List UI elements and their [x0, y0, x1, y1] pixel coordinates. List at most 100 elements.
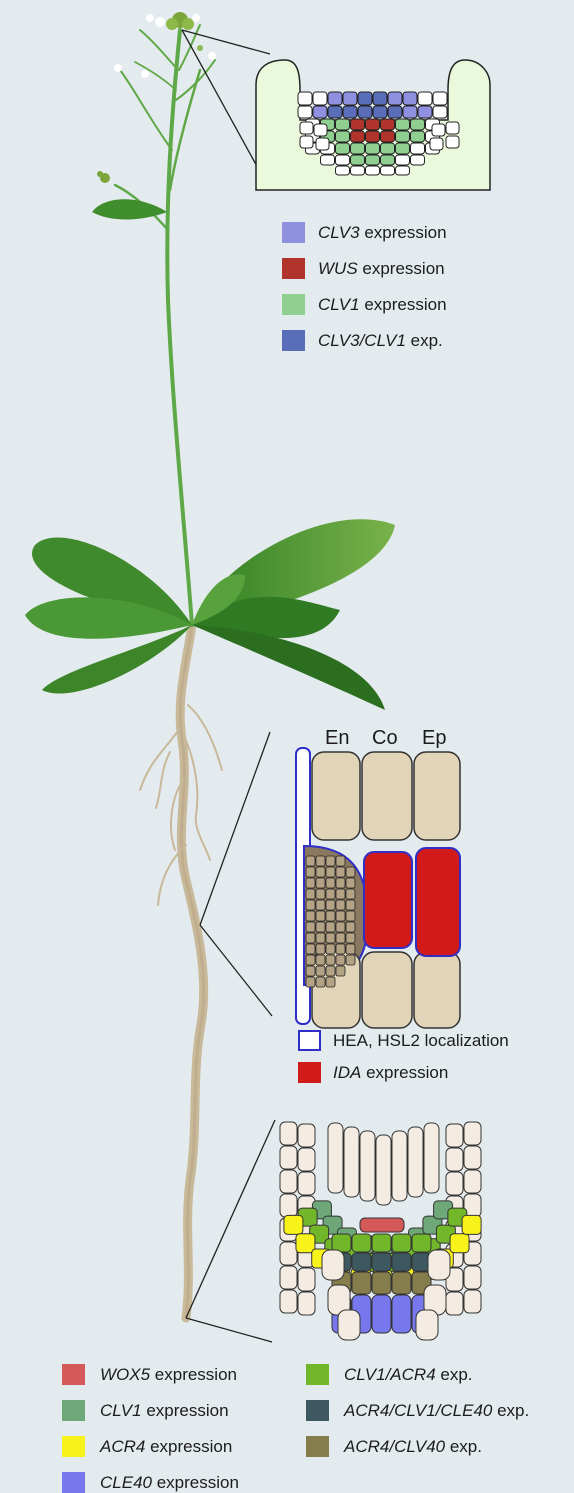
meristem-cell [336, 131, 350, 142]
root-cell [298, 1172, 315, 1195]
legend-gene: WOX5 [100, 1365, 150, 1384]
legend-gene: ACR4 [100, 1437, 145, 1456]
small-cell [336, 900, 345, 910]
legend-swatch [62, 1364, 85, 1385]
root-cell [280, 1170, 297, 1193]
meristem-cell [343, 92, 357, 105]
rosette [25, 519, 395, 710]
small-cell [306, 933, 315, 943]
small-cell [306, 867, 315, 877]
small-cell [326, 922, 335, 932]
small-cell [336, 856, 345, 866]
root-cell [392, 1295, 411, 1333]
flowering-stem [115, 25, 215, 625]
meristem-cell [298, 106, 312, 118]
small-cell [346, 933, 355, 943]
meristem-cell [430, 138, 443, 150]
legend-label: CLV1 expression [318, 295, 447, 315]
legend-text: exp. [406, 331, 443, 350]
legend-text: expression [360, 295, 447, 314]
small-cell [306, 922, 315, 932]
root-cell [280, 1194, 297, 1217]
root-cell [446, 1124, 463, 1147]
legend-text: exp. [436, 1365, 473, 1384]
meristem-cell [403, 106, 417, 118]
legend-gene: CLE40 [100, 1473, 152, 1492]
meristem-cell [418, 106, 432, 118]
meristem-cell [373, 92, 387, 105]
small-cell [316, 955, 325, 965]
root-cell [298, 1124, 315, 1147]
small-cell [326, 856, 335, 866]
root-cell [298, 1268, 315, 1291]
root-cell [372, 1272, 391, 1294]
small-cell [336, 966, 345, 976]
legend-swatch [298, 1030, 321, 1051]
small-cell [306, 878, 315, 888]
small-cell [306, 900, 315, 910]
meristem-cell [366, 131, 380, 142]
small-cell [316, 944, 325, 954]
meristem-cell [418, 92, 432, 105]
meristem-cell [396, 119, 410, 130]
root-cell [332, 1234, 351, 1252]
cell-upper [362, 752, 412, 840]
meristem-cell [358, 92, 372, 105]
meristem-cell [300, 136, 313, 148]
small-cell [306, 955, 315, 965]
cell-lower [414, 952, 460, 1028]
small-cell [316, 977, 325, 987]
meristem-cell [313, 106, 327, 118]
header-co: Co [372, 727, 398, 750]
root-cell [424, 1123, 439, 1193]
wox5-cells [360, 1218, 404, 1232]
legend-gene: IDA [333, 1063, 361, 1082]
meristem-cell [388, 106, 402, 118]
legend-label: IDA expression [333, 1063, 448, 1083]
meristem-cell [396, 131, 410, 142]
root-cell [372, 1253, 391, 1271]
legend-label: CLV1 expression [100, 1401, 229, 1421]
small-cell [336, 878, 345, 888]
root-cell [412, 1234, 431, 1252]
root-cell [392, 1234, 411, 1252]
root-cell [392, 1272, 411, 1294]
small-cell [316, 922, 325, 932]
legend-swatch [306, 1364, 329, 1385]
legend-label: ACR4 expression [100, 1437, 232, 1457]
small-cell [306, 977, 315, 987]
root-cap-cell [338, 1310, 360, 1340]
small-cell [306, 889, 315, 899]
legend-label: WOX5 expression [100, 1365, 237, 1385]
small-cell [336, 889, 345, 899]
meristem-cell [366, 119, 380, 130]
root-cell [464, 1122, 481, 1145]
root-cell [464, 1146, 481, 1169]
cell-upper [312, 752, 360, 840]
meristem-cell [396, 166, 410, 175]
header-ep: Ep [422, 727, 446, 750]
meristem-cell [411, 155, 425, 165]
small-cell [326, 966, 335, 976]
inflorescence-buds [97, 12, 216, 183]
small-cell [346, 889, 355, 899]
small-cell [316, 867, 325, 877]
meristem-cell [373, 106, 387, 118]
legend-swatch [62, 1472, 85, 1493]
meristem-cell [321, 155, 335, 165]
meristem-cell [343, 106, 357, 118]
root-cell [462, 1215, 481, 1234]
small-cell [336, 933, 345, 943]
small-cell [336, 867, 345, 877]
root-cell [280, 1290, 297, 1313]
legend-text: expression [152, 1473, 239, 1492]
root-cell [298, 1292, 315, 1315]
root-cap-cell [416, 1310, 438, 1340]
small-cell [326, 933, 335, 943]
meristem-cell [366, 143, 380, 154]
root-cell [464, 1290, 481, 1313]
meristem-cell [328, 92, 342, 105]
small-cell [326, 878, 335, 888]
meristem-cell [411, 119, 425, 130]
root-cell [392, 1131, 407, 1201]
